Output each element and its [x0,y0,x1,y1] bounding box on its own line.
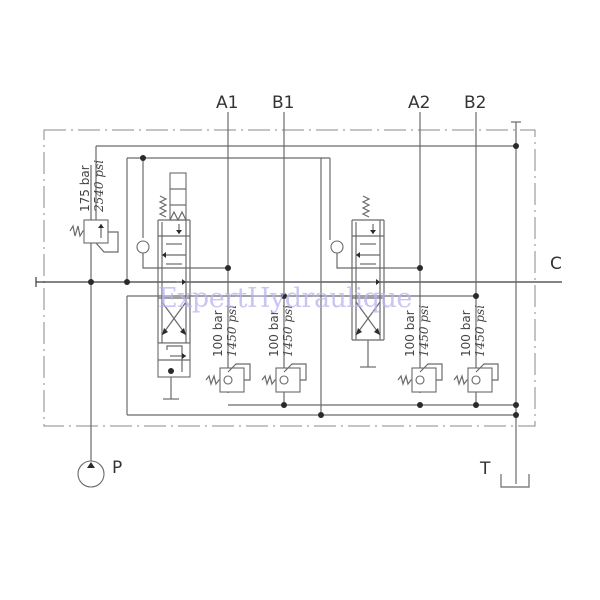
spool-valve-1-icon [157,172,191,400]
port-label-t: T [479,459,491,479]
tank-icon [500,474,530,488]
port-label-a1: A1 [216,93,238,113]
relief-a2-psi-label: 1450 psi [417,305,431,357]
port-relief-valve-b2-icon [453,363,499,393]
relief-b2-bar-label: 100 bar [459,310,473,357]
relief-b1-bar-label: 100 bar [267,310,281,357]
main-relief-psi-label: 2540 psi [92,160,106,213]
relief-b1-psi-label: 1450 psi [281,305,295,357]
check-valve-2-icon [330,240,370,269]
port-label-p: P [112,458,122,478]
main-relief-valve-icon [69,219,119,253]
port-relief-valve-a2-icon [397,363,443,393]
valve-block-frame [43,129,536,427]
port-label-a2: A2 [408,93,430,113]
relief-a1-bar-label: 100 bar [211,310,225,357]
spool-valve-2-icon [351,195,385,368]
port-label-b2: B2 [464,93,486,113]
relief-a1-psi-label: 1450 psi [225,305,239,357]
main-relief-bar-label: 175 bar [78,165,92,212]
pump-icon [77,460,105,488]
port-label-c: C [550,254,562,274]
junction-dots [88,143,519,418]
relief-b2-psi-label: 1450 psi [473,305,487,357]
port-relief-valve-a1-icon [205,363,251,393]
port-relief-valve-b1-icon [261,363,307,393]
port-label-b1: B1 [272,93,294,113]
relief-a2-bar-label: 100 bar [403,310,417,357]
watermark: ExpertHydraulique [158,283,412,314]
check-valve-1-icon [136,240,176,269]
